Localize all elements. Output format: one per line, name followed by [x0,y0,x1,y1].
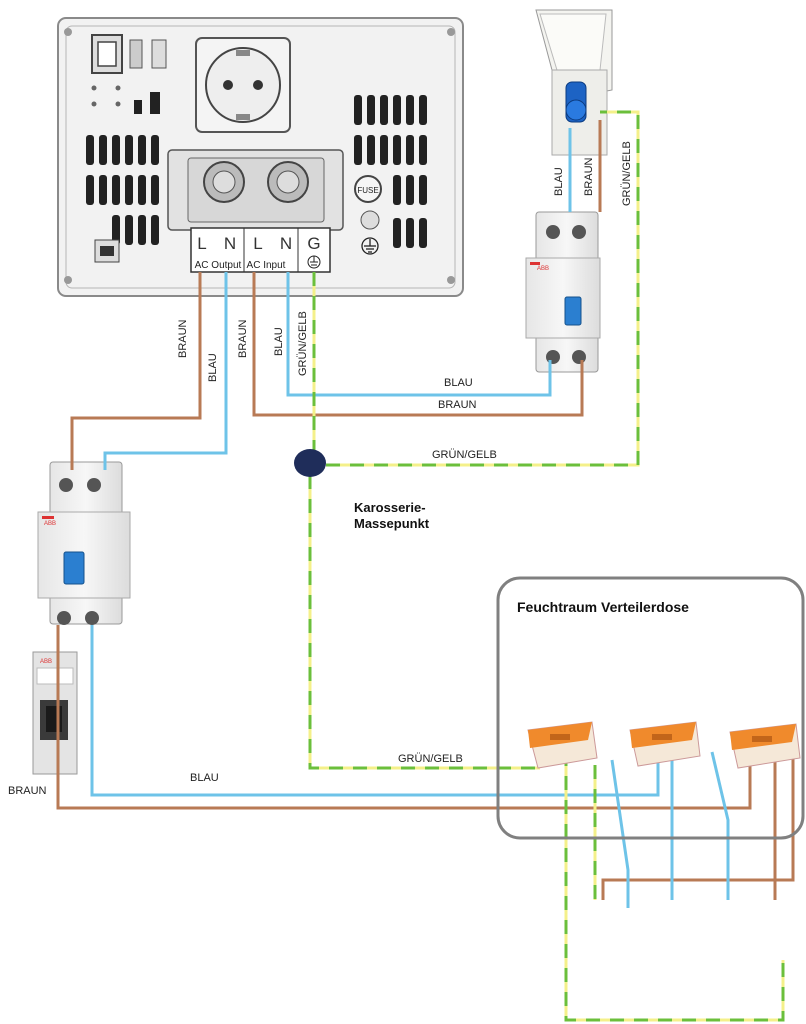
rcd-breaker-lower: ABB [37,461,131,625]
label-braun-inlet: BRAUN [583,157,595,196]
vent-grille-left [86,135,159,245]
svg-text:ABB: ABB [40,659,52,665]
mcb-breaker: ABB [32,651,78,775]
label-gruen-gelb-inlet: GRÜN/GELB [621,141,633,206]
label-braun-input: BRAUN [237,319,249,358]
terminal-block: L N L N G AC Output AC Input [190,227,331,273]
label-blau-input-run: BLAU [444,377,473,389]
vent-grille-right [354,95,427,248]
label-braun-box: BRAUN [8,785,47,797]
power-switch-icon [91,34,123,74]
ac-output-label: AC Output [195,260,242,271]
label-gruen-gelb-box: GRÜN/GELB [398,753,463,765]
rj-port-icon [94,239,120,263]
terminal-n-in: N [280,234,292,253]
terminal-l-in: L [253,234,262,253]
label-gruen-gelb-run: GRÜN/GELB [432,449,497,461]
svg-text:FUSE: FUSE [357,186,378,195]
schuko-socket [195,37,291,133]
ground-point-label-2: Massepunkt [354,516,430,531]
rcd-breaker-upper: ABB [525,211,601,373]
label-braun-input-run: BRAUN [438,399,477,411]
label-gruen-gelb-inverter: GRÜN/GELB [297,311,309,376]
cable-gland-right [267,161,309,203]
label-blau-input: BLAU [273,327,285,356]
earth-wires [308,110,785,1022]
svg-text:ABB: ABB [44,521,56,527]
label-blau-output: BLAU [207,353,219,382]
ground-junction-point [294,449,326,477]
ground-point-label-1: Karosserie- [354,500,426,515]
junction-box-title: Feuchtraum Verteilerdose [517,599,689,615]
svg-text:ABB: ABB [537,266,549,272]
cable-gland-left [203,161,245,203]
ac-input-label: AC Input [247,260,286,271]
wago-connector-1 [527,721,598,769]
terminal-n-out: N [224,234,236,253]
wago-connector-3 [729,723,801,769]
wago-connector-2 [629,721,701,767]
fuse-icon: FUSE [354,175,382,203]
junction-box: Feuchtraum Verteilerdose [496,576,805,840]
label-blau-box: BLAU [190,772,219,784]
label-braun-output: BRAUN [177,319,189,358]
inverter-device: FUSE L N L N G AC Output AC Input [57,17,464,297]
terminal-g: G [307,234,320,253]
brown-wires [56,120,795,900]
terminal-l-out: L [197,234,206,253]
label-blau-inlet: BLAU [553,167,565,196]
cee-inlet [535,9,613,156]
blue-wires [90,128,730,908]
earth-symbol-icon [361,237,379,255]
